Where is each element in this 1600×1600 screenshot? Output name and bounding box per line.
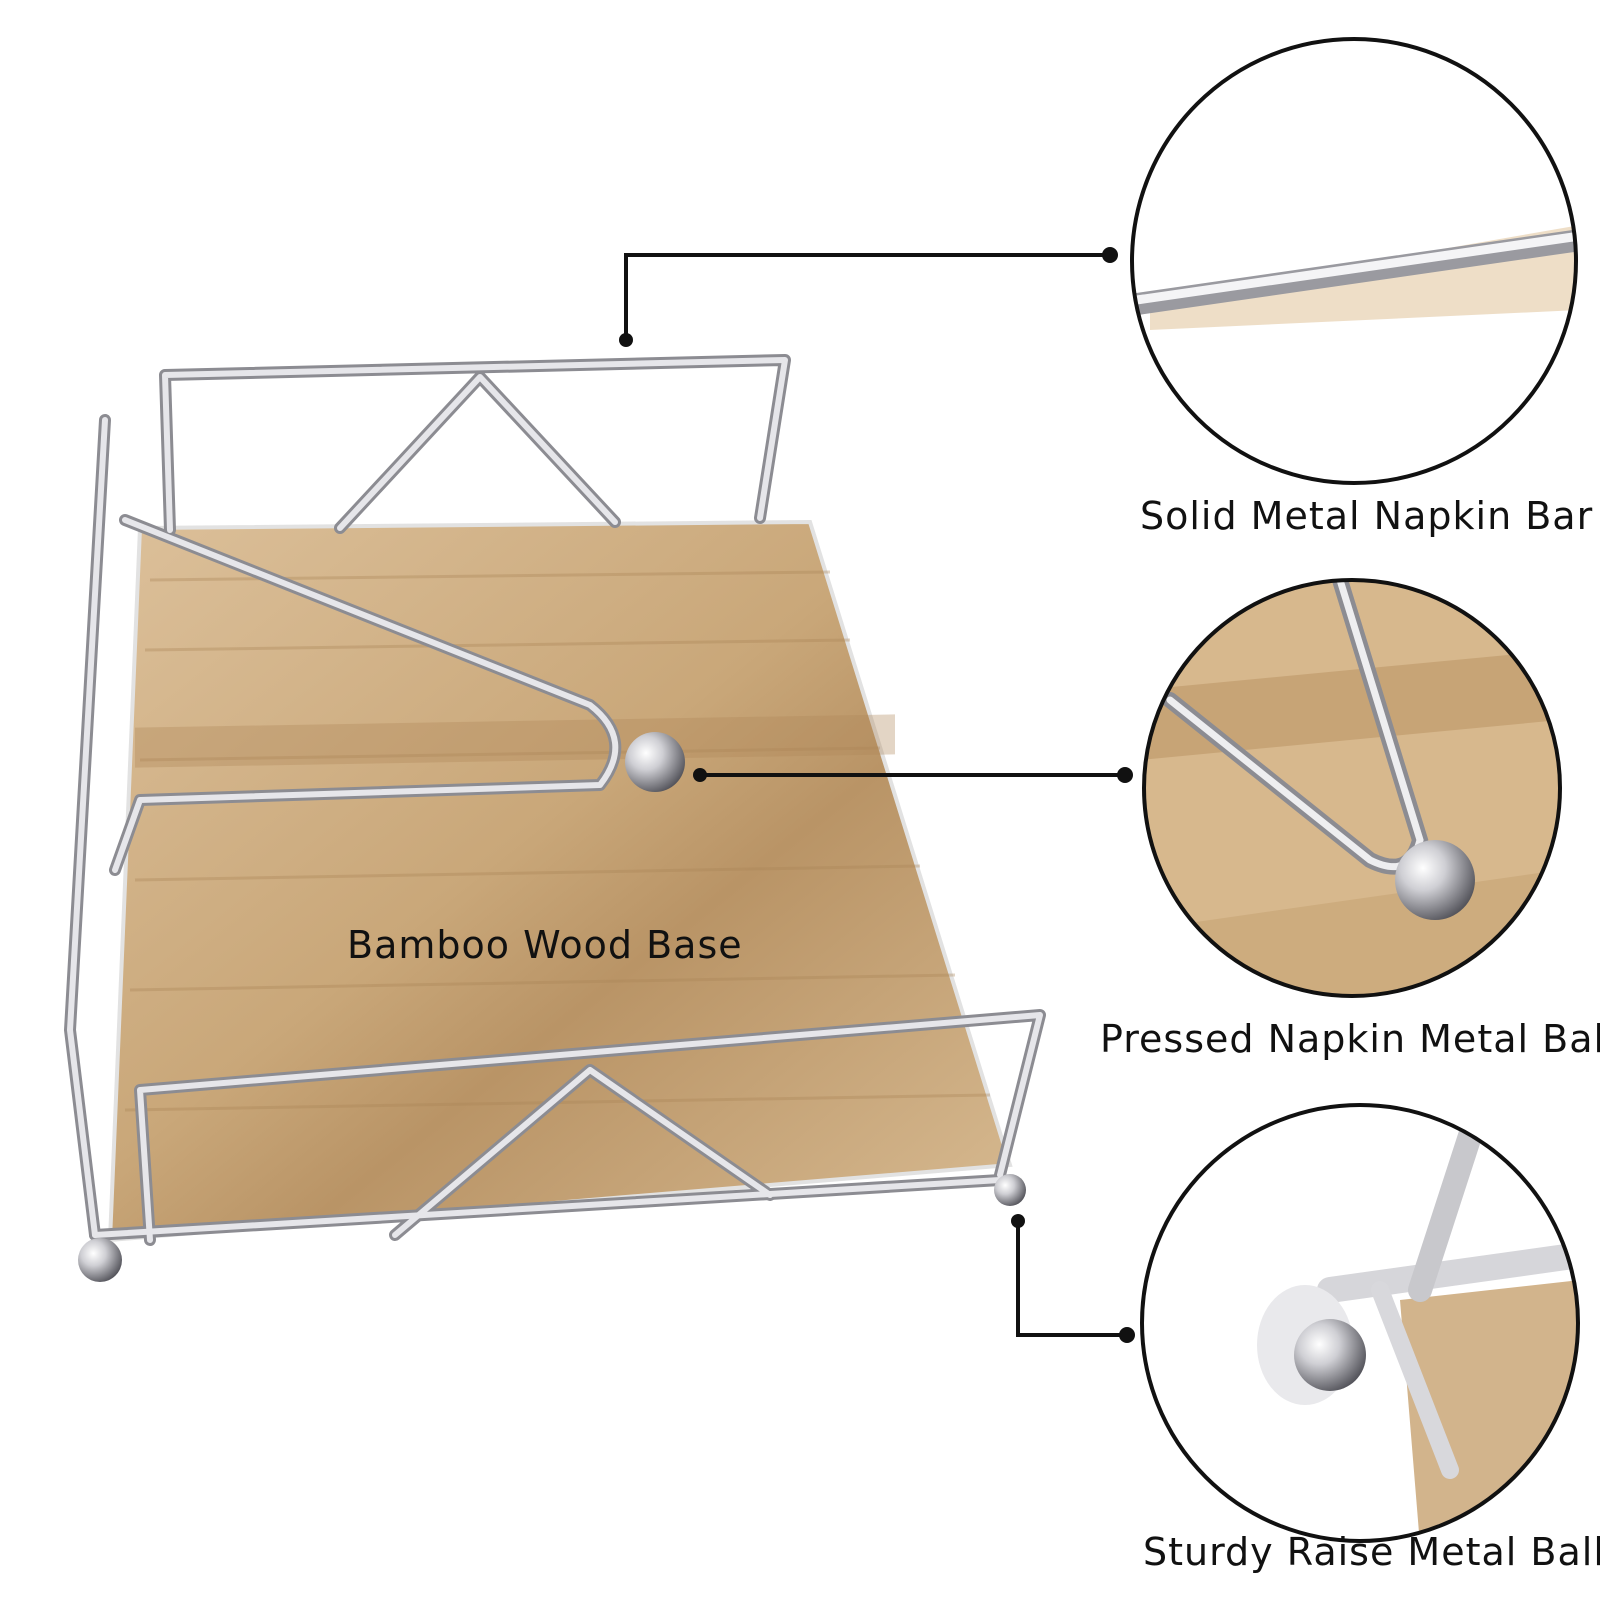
zoom-circle-pressed-ball	[1142, 578, 1562, 998]
chrome-frame	[64, 354, 1046, 1246]
callout-label-napkin-bar: Solid Metal Napkin Bar	[1140, 494, 1594, 538]
zoom-circle-raise-ball	[1140, 1103, 1580, 1543]
callout-label-raise-ball: Sturdy Raise Metal Ball	[1143, 1530, 1600, 1574]
raise-ball-front-right	[994, 1174, 1026, 1206]
pressed-ball	[625, 732, 685, 792]
wood-base	[107, 519, 1013, 1243]
callout-lines	[624, 253, 1127, 1337]
zoom-circle-napkin-bar	[1130, 37, 1578, 485]
callout-label-pressed-ball: Pressed Napkin Metal Ball	[1100, 1017, 1600, 1061]
callout-dots	[619, 247, 1135, 1343]
base-label: Bamboo Wood Base	[347, 923, 743, 967]
raise-ball-front-left	[78, 1238, 122, 1282]
